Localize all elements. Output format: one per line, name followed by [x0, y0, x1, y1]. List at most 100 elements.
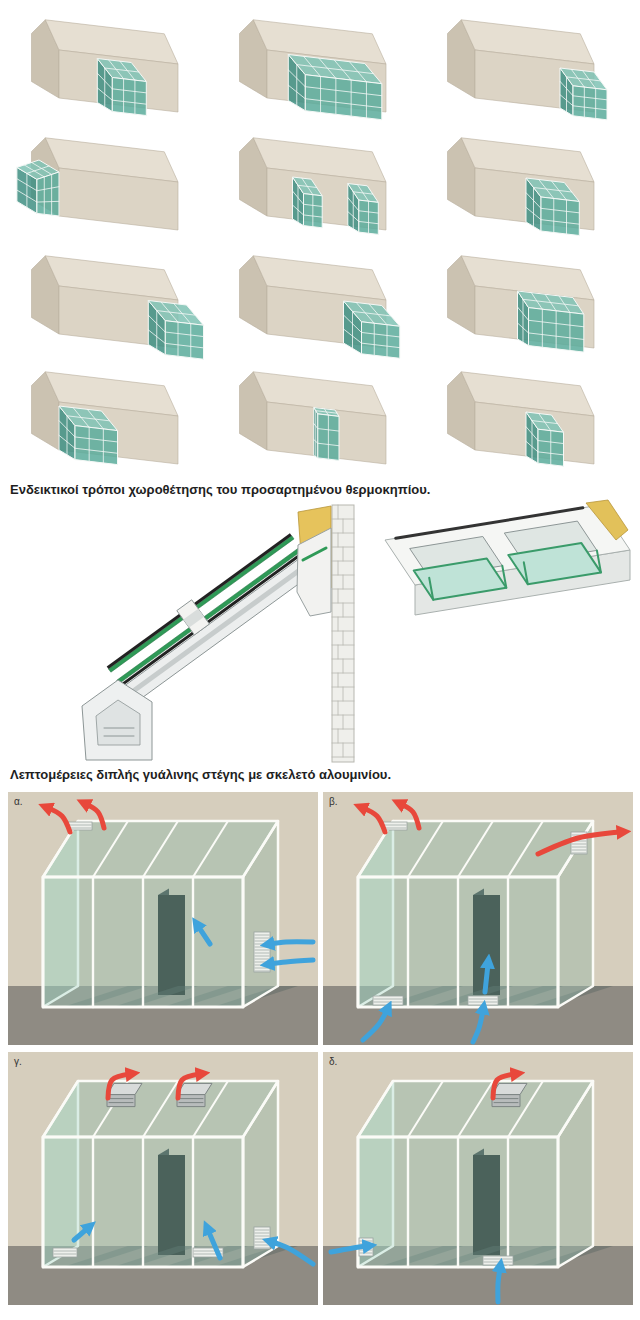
- glass-side-bar: [104, 68, 105, 107]
- glass-roof-bar: [67, 416, 110, 421]
- glass-front-bar: [305, 87, 382, 96]
- glass-pane: [508, 543, 601, 584]
- roof-vent-top: [492, 1083, 527, 1094]
- house-sketch: [32, 20, 179, 116]
- glass-front-bar: [335, 78, 336, 114]
- glass-front-bar: [37, 201, 59, 203]
- glass-front: [529, 308, 584, 353]
- glass-front-bar: [165, 343, 203, 348]
- brick-joint: [343, 575, 344, 589]
- glass-front: [304, 194, 323, 228]
- house-sketch: [32, 372, 179, 465]
- louvre-slat: [255, 950, 269, 951]
- glass-roof-bar: [27, 166, 49, 173]
- glass-front-bar: [318, 443, 339, 446]
- glass-front: [358, 877, 558, 1007]
- vent-slat: [494, 1098, 518, 1099]
- warm-air-arrow: [538, 832, 621, 854]
- brick-joint: [343, 743, 344, 757]
- louvre-slat: [360, 1250, 372, 1251]
- louvre-slat: [255, 941, 269, 942]
- glass-pane: [414, 559, 507, 600]
- glass-roof: [560, 68, 607, 90]
- glass-front-bar: [407, 877, 409, 1007]
- glass-front: [43, 1137, 243, 1267]
- glass-pane: [109, 536, 295, 673]
- cool-air-arrow: [270, 960, 313, 964]
- glass-side-bar: [533, 188, 534, 227]
- glass-front-bar: [457, 877, 459, 1007]
- glass-front-bar: [142, 1137, 144, 1267]
- louvre-slat: [374, 1002, 402, 1003]
- cool-air-arrow: [473, 1010, 483, 1042]
- brick-joint: [338, 505, 339, 519]
- glass-side-bar: [526, 193, 541, 209]
- louvre-slat: [255, 956, 269, 957]
- glass-front-bar: [366, 82, 367, 118]
- panel-letter: γ.: [14, 1056, 22, 1068]
- glass-front: [318, 414, 339, 461]
- roof-vent-top: [107, 1083, 142, 1094]
- glass-front-bar: [351, 80, 352, 116]
- glass-front-bar: [134, 80, 135, 114]
- glass-side-bar: [288, 85, 305, 99]
- louvre-slat: [255, 971, 269, 972]
- seal: [120, 551, 305, 687]
- glass-front-bar: [304, 204, 323, 206]
- glass-front: [43, 877, 243, 1007]
- glass-front-bar: [362, 343, 400, 348]
- louvre: [383, 822, 407, 830]
- louvre-slat: [255, 962, 269, 963]
- glass-side: [314, 408, 318, 458]
- cool-air-arrow: [331, 1246, 367, 1252]
- glass-roof: [358, 821, 593, 877]
- house-sketch: [240, 372, 387, 464]
- glass-front-bar: [529, 333, 584, 340]
- glass-side-bar: [352, 311, 353, 348]
- glass-front-bar: [359, 221, 379, 223]
- glass-front: [358, 1137, 558, 1267]
- glass-roof-bar: [157, 311, 195, 316]
- glass-roof-bar: [316, 411, 337, 414]
- brick-joint: [338, 645, 339, 659]
- brick-joint: [343, 547, 344, 561]
- brick-joint: [343, 603, 344, 617]
- glass-roof: [358, 1081, 593, 1137]
- louvre-slat: [255, 944, 269, 945]
- glass-front-bar: [103, 429, 104, 463]
- brick-joint: [338, 673, 339, 687]
- louvre-slat: [255, 935, 269, 936]
- glass-edge: [502, 566, 506, 588]
- louvre-slat: [469, 1002, 497, 1003]
- glass-front-bar: [305, 99, 382, 108]
- glass-roof: [43, 1081, 278, 1137]
- louvre-slat: [255, 938, 269, 939]
- insulation: [586, 500, 628, 540]
- glass-roof-bar: [534, 188, 572, 193]
- cool-air-arrow: [498, 1268, 500, 1302]
- louvre: [483, 1256, 513, 1265]
- glass-edge: [429, 578, 433, 600]
- glass-roof-bar: [297, 65, 374, 74]
- roof-vent: [107, 1095, 135, 1107]
- glass-side-bar: [560, 95, 573, 106]
- wall-profile: [297, 528, 331, 616]
- glass-front-bar: [407, 1137, 409, 1267]
- louvre-slat: [54, 1251, 76, 1252]
- glass-front: [359, 200, 379, 234]
- glass-front-bar: [51, 174, 52, 215]
- louvre-slat: [255, 953, 269, 954]
- brick-joint: [338, 533, 339, 547]
- glass-side-bar: [67, 416, 68, 455]
- glass-roof: [348, 184, 379, 203]
- glass-roof-bar: [458, 821, 493, 877]
- louvre-slat: [255, 968, 269, 969]
- glass-front-bar: [566, 200, 567, 234]
- eaves-profile: [96, 700, 140, 745]
- house-sketch: [17, 138, 178, 230]
- glass-roof: [97, 59, 146, 82]
- louvre-slat: [69, 828, 91, 829]
- brick-joint: [338, 561, 339, 575]
- glass-side-bar: [314, 424, 318, 429]
